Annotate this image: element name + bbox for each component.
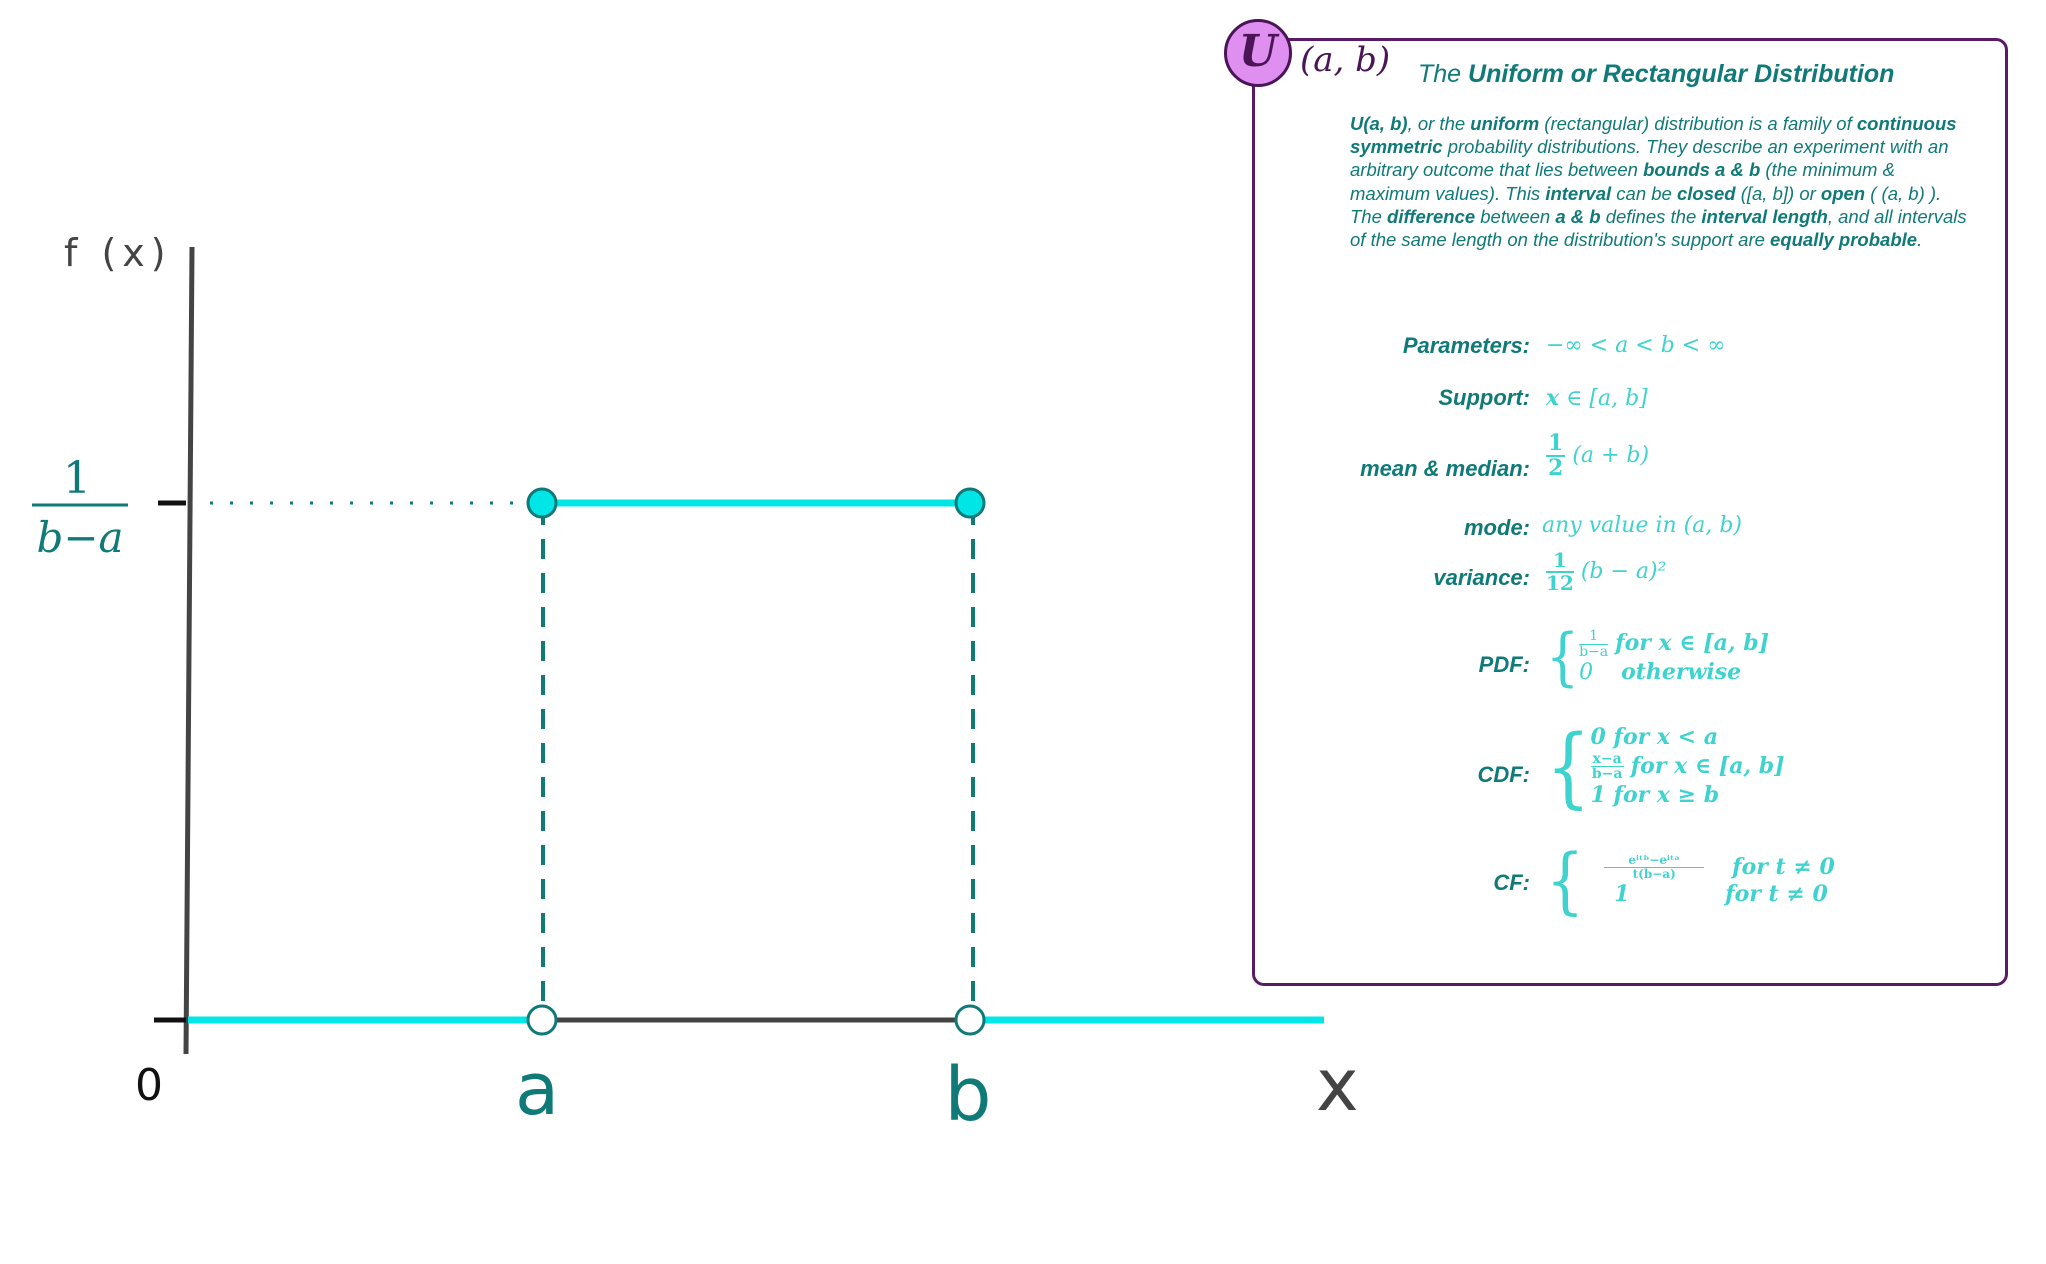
description-segment: defines the [1600,205,1702,227]
description-segment: interval length [1701,205,1828,227]
density-numerator: 1 [63,453,91,504]
description-segment: equally probable [1770,229,1918,251]
cf-row1-denominator: t(b−a) [1632,867,1676,881]
card-title-prefix: The [1418,60,1469,88]
b-closed-point [954,487,986,519]
cf-row2-value: 1 [1614,881,1630,907]
description-segment: ([a, b]) or [1735,182,1821,204]
label-mean: mean & median: [1360,456,1530,481]
cf-brace: { [1546,839,1585,923]
x-axis-label: x [1316,1043,1359,1127]
cdf-row1: 0 for x < a [1590,724,1719,750]
a-closed-point [526,487,558,519]
origin-label: 0 [135,1060,163,1111]
label-mode: mode: [1464,515,1530,540]
label-parameters: Parameters: [1402,333,1530,358]
description-segment: , and all intervals of the same length o… [1350,205,1967,251]
cf-row2-text: for t ≠ 0 [1725,881,1828,907]
a-open-point [526,1004,558,1036]
description-segment: bounds a & b [1643,159,1761,181]
card-title-bold: Uniform or Rectangular Distribution [1468,60,1895,88]
description-segment: . [1917,229,1923,251]
label-pdf: PDF: [1478,652,1530,677]
b-label: b [945,1052,992,1138]
description-segment: , or the [1407,113,1471,134]
pdf-row1-numerator: 1 [1579,629,1609,645]
pdf-brace: { [1546,622,1580,694]
description-segment: probability distributions. They describe… [1350,136,1949,181]
cdf-row3: 1 for x ≥ b [1590,781,1720,808]
mean-denominator: 2 [1548,455,1564,482]
y-axis-label: f (x) [64,231,172,275]
description-segment: between [1475,205,1556,227]
pdf-row1-text: for x ∈ [a, b] [1615,630,1770,657]
mean-numerator: 1 [1546,430,1566,458]
cdf-row2-numerator: x−a [1590,750,1624,768]
y-axis [183,246,195,1055]
support-rest: ∈ [a, b] [1559,386,1648,411]
a-label: a [515,1047,559,1131]
uniform-badge-icon: U [1224,19,1292,87]
cf-row1-text: for t ≠ 0 [1732,853,1835,880]
badge-arguments: (a, b) [1300,40,1391,80]
variance-rest: (b − a)² [1580,559,1667,584]
pdf-row2-text: otherwise [1621,659,1742,686]
value-mode: any value in (a, b) [1542,513,1743,538]
cdf-row2-text: for x ∈ [a, b] [1630,752,1785,779]
mean-rest: (a + b) [1572,443,1650,469]
b-open-point [954,1004,986,1036]
description-segment: U(a, b) [1350,113,1408,134]
description-segment: uniform [1470,113,1540,134]
distribution-info-card [1252,38,2008,986]
card-description: U(a, b), or the uniform (rectangular) di… [1350,112,1970,251]
description-segment: (rectangular) distribution is a family o… [1539,113,1857,134]
description-segment: ( (a, b) ). The [1350,182,1942,227]
label-cf: CF: [1493,870,1530,895]
variance-numerator: 1 [1546,550,1574,573]
description-segment: can be [1611,182,1677,204]
cf-row1-numerator: eⁱᵗᵇ−eⁱᵗᵃ [1604,854,1705,868]
pdf-row2-value: 0 [1579,660,1594,686]
label-variance: variance: [1433,565,1530,590]
pdf-row1-denominator: b−a [1579,643,1609,660]
value-support: x ∈ [a, b] [1546,385,1648,411]
card-title: The Uniform or Rectangular Distribution [1418,60,1894,89]
cdf-brace: { [1546,715,1591,818]
description-segment: difference [1387,205,1476,227]
description-segment: closed [1676,182,1736,204]
label-support: Support: [1438,385,1530,410]
description-segment: (the minimum & maximum values). This [1350,159,1895,204]
description-segment: open [1820,182,1866,204]
description-segment: a & b [1555,205,1601,227]
label-cdf: CDF: [1477,762,1530,787]
cdf-row2-denominator: b−a [1591,766,1623,783]
variance-denominator: 12 [1546,571,1574,595]
description-segment: interval [1545,182,1612,204]
support-x: x [1546,385,1560,411]
value-parameters: −∞ < a < b < ∞ [1546,333,1726,358]
description-segment: continuous symmetric [1350,113,1957,158]
density-denominator: b−a [36,513,123,562]
